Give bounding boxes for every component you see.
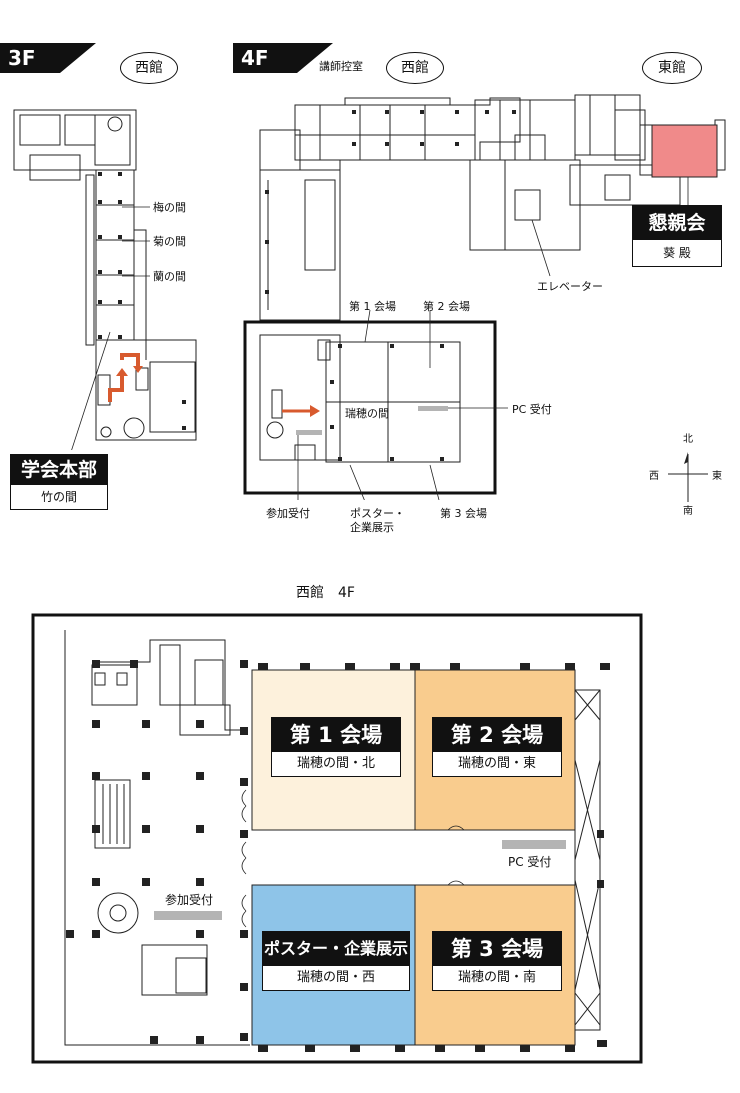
- social-title: 懇親会: [633, 206, 721, 240]
- west-building-badge-3f: 西館: [120, 52, 178, 84]
- venue3-sub: 瑞穂の間・南: [457, 970, 536, 985]
- poster-sub: 瑞穂の間・西: [296, 970, 375, 985]
- compass: [668, 452, 708, 502]
- west-building-badge-4f: 西館: [386, 52, 444, 84]
- pc-desk-label-top: PC 受付: [512, 403, 552, 416]
- reception-label-top: 参加受付: [266, 507, 310, 520]
- social-room: 葵 殿: [663, 246, 691, 260]
- venue3-title: 第 3 会場: [433, 932, 561, 966]
- hq-room: 竹の間: [40, 490, 77, 504]
- pc-desk: [502, 840, 566, 849]
- venue2-label-top: 第 2 会場: [423, 300, 470, 313]
- social-box: 懇親会 葵 殿: [632, 205, 722, 267]
- detail-reception-label: 参加受付: [165, 893, 214, 907]
- lecture-room-label: 講師控室: [319, 60, 363, 73]
- compass-south: 南: [683, 506, 693, 517]
- floor-4f-plan: [243, 94, 726, 500]
- venue1-label: 第 1 会場 瑞穂の間・北: [271, 717, 401, 777]
- poster-label-top-1: ポスター・: [350, 507, 405, 520]
- compass-west: 西: [649, 471, 659, 482]
- room-ran-label: 蘭の間: [153, 270, 186, 283]
- poster-title: ポスター・企業展示: [263, 932, 409, 966]
- venue3-label: 第 3 会場 瑞穂の間・南: [432, 931, 562, 991]
- venue1-sub: 瑞穂の間・北: [296, 756, 375, 771]
- east-building-badge: 東館: [642, 52, 702, 84]
- floor-3f-label: 3F: [8, 46, 36, 70]
- venue2-title: 第 2 会場: [433, 718, 561, 752]
- detail-caption: 西館 4F: [296, 585, 355, 601]
- floor-4f-tag: 4F: [233, 43, 333, 73]
- floor-4f-label: 4F: [241, 46, 269, 70]
- floor-3f-tag: 3F: [0, 43, 96, 73]
- venue2-sub: 瑞穂の間・東: [457, 756, 536, 771]
- poster-label: ポスター・企業展示 瑞穂の間・西: [262, 931, 410, 991]
- venue3-label-top: 第 3 会場: [440, 507, 487, 520]
- poster-label-top-2: 企業展示: [350, 521, 394, 534]
- venue1-title: 第 1 会場: [272, 718, 400, 752]
- floor-3f-plan: [13, 109, 197, 450]
- hall-label-top: 瑞穂の間: [345, 407, 389, 420]
- hq-title: 学会本部: [11, 455, 107, 485]
- room-kiku-label: 菊の間: [153, 235, 186, 248]
- venue1-label-top: 第 1 会場: [349, 300, 396, 313]
- venue2-label: 第 2 会場 瑞穂の間・東: [432, 717, 562, 777]
- room-ume-label: 梅の間: [153, 201, 186, 214]
- hq-box: 学会本部 竹の間: [10, 454, 108, 510]
- reception-desk: [154, 911, 222, 920]
- elevator-label: エレベーター: [537, 280, 603, 293]
- detail-pc-desk-label: PC 受付: [508, 855, 552, 869]
- compass-east: 東: [712, 471, 722, 482]
- compass-north: 北: [683, 434, 693, 445]
